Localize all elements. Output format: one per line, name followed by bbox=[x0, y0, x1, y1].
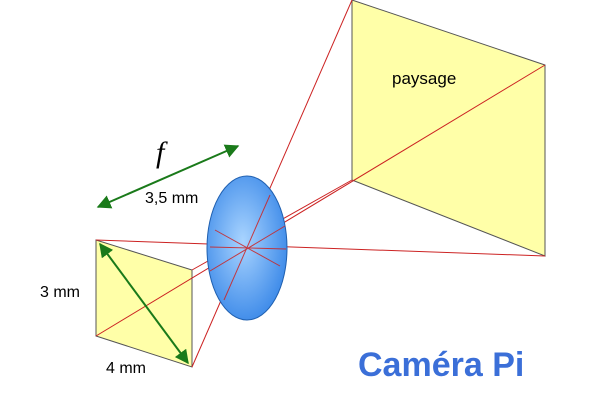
focal-length-arrow bbox=[96, 144, 240, 209]
ray-over-lens-4 bbox=[214, 229, 281, 267]
focal-symbol-label: f bbox=[156, 136, 168, 169]
sensor-diagonal-arrow bbox=[99, 242, 189, 365]
scene-plane bbox=[351, 0, 546, 257]
ray-scene-topleft-to-sensor bbox=[191, 0, 353, 368]
sensor-width-label: 4 mm bbox=[106, 360, 146, 377]
light-rays-over-lens bbox=[209, 194, 287, 301]
focal-length-label: 3,5 mm bbox=[145, 190, 198, 207]
scene-label: paysage bbox=[392, 69, 456, 88]
brand-title: Caméra Pi bbox=[358, 346, 524, 384]
ray-scene-bottomright-to-sensor bbox=[95, 239, 546, 257]
sensor-height-label: 3 mm bbox=[40, 284, 80, 301]
